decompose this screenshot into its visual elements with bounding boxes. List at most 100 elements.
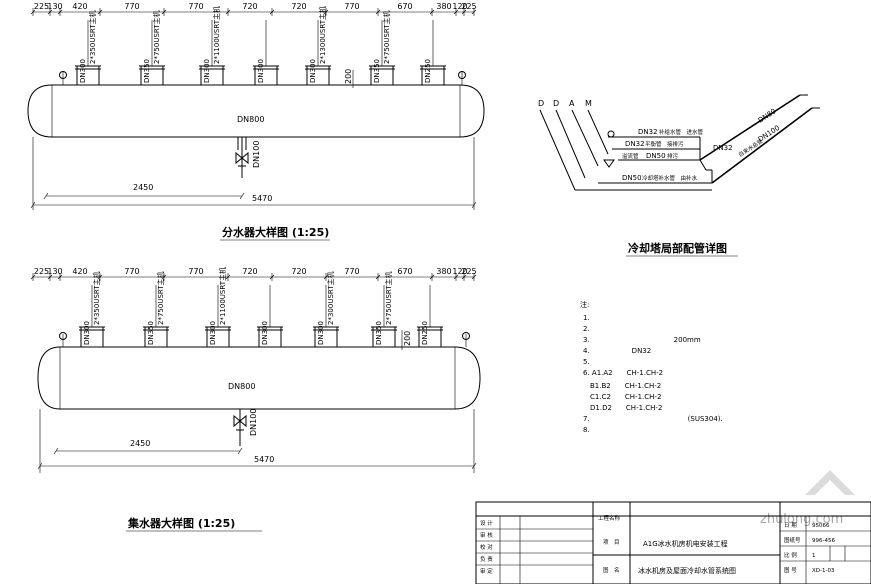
collector-dim-5470: 5470 (254, 455, 274, 464)
tb-right-value: 1 (812, 553, 816, 559)
dim-tick (97, 274, 103, 280)
dim-label: 720 (291, 267, 306, 276)
thermometer-icon (458, 71, 466, 79)
tb-right-value: 996-456 (812, 538, 835, 544)
funnel-icon (603, 159, 615, 168)
dim-tick (461, 9, 467, 15)
dim-tick (225, 274, 231, 280)
collector-drain-label: DN100 (249, 409, 258, 436)
dim-tick (375, 274, 381, 280)
note-item: 3. 200mm (583, 336, 701, 344)
pipe-note: 2*1100USRT主机 (212, 6, 221, 64)
tower-annot: 溢流管 (622, 152, 639, 160)
tb-right-value: 95066 (812, 523, 830, 529)
tb-right-label: 比 例 (784, 551, 797, 559)
tb-proj-label: 工程名称 (598, 514, 621, 522)
tb-row-label: 审 定 (480, 567, 493, 575)
header-body (27, 84, 485, 138)
dim-label: 720 (242, 2, 257, 11)
tb-row-label: 设 计 (480, 519, 493, 527)
drain-valve-icon (233, 414, 247, 428)
pipe-note: 2*300USRT主机 (326, 271, 335, 325)
dim-label: 420 (72, 2, 87, 11)
dim-label: 380 (436, 267, 451, 276)
note-item: 7. (SUS304). (583, 415, 723, 423)
float-valve-icon (607, 130, 615, 138)
gauge-icon (59, 332, 67, 340)
tower-letter: M (585, 99, 592, 108)
dim-label: 225 (461, 2, 476, 11)
dim-label: 770 (344, 267, 359, 276)
dim-tick (225, 9, 231, 15)
drain-size-label: DN100 (252, 141, 261, 168)
tower-annot: 排污 (667, 152, 679, 160)
note-item: 4. DN32 (583, 347, 651, 355)
header-size-label: DN800 (237, 115, 264, 124)
tower-pipe-label: DN80 (757, 107, 778, 124)
dim-tick (323, 274, 329, 280)
dim-tick (30, 9, 36, 15)
tower-pipe-label: DN32 (625, 140, 645, 148)
pipe-size-label: DN300 (309, 59, 317, 83)
tb-right-label: 图纸号 (784, 536, 801, 544)
tb-right-label: 图 号 (784, 566, 797, 574)
pipe-size-label: DN350 (375, 321, 383, 345)
dim-label: 380 (436, 2, 451, 11)
dim-tick (57, 9, 63, 15)
dim-label: 420 (72, 267, 87, 276)
note-item: 8. (583, 426, 590, 434)
pipe-note: 2*1100USRT主机 (218, 267, 227, 325)
dim-label: 770 (124, 267, 139, 276)
tower-title: 冷却塔局部配管详图 (628, 241, 727, 255)
dim-label: 225 (34, 2, 49, 11)
tower-pipe-label: DN32 (713, 144, 733, 152)
dim-tick (429, 9, 435, 15)
dim-2450-label: 2450 (133, 183, 153, 192)
dim-tick (269, 9, 275, 15)
tb-right-value: XD-1-03 (812, 568, 835, 574)
collector-small-dim: 200 (403, 331, 412, 346)
tb-drawing-name: 冰水机房及屋面冷却水管系统图 (638, 566, 736, 575)
pipe-size-label: DN300 (317, 321, 325, 345)
dim-label: 130 (47, 2, 62, 11)
dim-tick (453, 9, 459, 15)
tb-right-label: 日 期 (784, 522, 797, 529)
dim-label: 770 (188, 2, 203, 11)
tb-project-name: A1G冰水机房机电安装工程 (643, 539, 728, 548)
title-block: 工程名称 项 目 A1G冰水机房机电安装工程 图 名 冰水机房及屋面冷却水管系统… (475, 501, 871, 584)
dim-label: 770 (188, 267, 203, 276)
note-item: 6. A1.A2 CH-1.CH-2 (583, 369, 663, 377)
pipe-note: 2*1300USRT主机 (318, 6, 327, 64)
drain-valve-icon (235, 151, 249, 165)
pipe-note: 2*750USRT主机 (152, 10, 161, 64)
note-item: C1.C2 CH-1.CH-2 (583, 393, 661, 401)
pipe-note: 2*750USRT主机 (382, 10, 391, 64)
pipe-note: 2*750USRT主机 (156, 271, 165, 325)
dim-5470-label: 5470 (252, 194, 272, 203)
dim-label: 225 (461, 267, 476, 276)
pipe-size-label: DN300 (83, 321, 91, 345)
pipe-size-label: DN300 (261, 321, 269, 345)
tower-pipe-label: DN50 (646, 152, 666, 160)
dim-tick (461, 274, 467, 280)
pipe-size-label: DN300 (209, 321, 217, 345)
pipe-note: 2*750USRT主机 (384, 271, 393, 325)
dim-tick (47, 9, 53, 15)
dim-label: 225 (34, 267, 49, 276)
watermark-text: zhulong.com (760, 512, 843, 527)
note-item: B1.B2 CH-1.CH-2 (583, 382, 661, 390)
tower-pipe-label: DN50 (622, 174, 642, 182)
dim-tick (161, 274, 167, 280)
dim-label: 720 (291, 2, 306, 11)
tower-annot: 补给水管 进水管 (659, 128, 704, 136)
tower-pipe-label: DN32 (638, 128, 658, 136)
tower-letter: D (553, 99, 559, 108)
dim-tick (471, 274, 477, 280)
collector-dim-2450: 2450 (130, 439, 150, 448)
dim-label: 120 (452, 2, 467, 11)
dim-tick (429, 274, 435, 280)
tower-annot: 平衡管 接排污 (645, 140, 684, 148)
